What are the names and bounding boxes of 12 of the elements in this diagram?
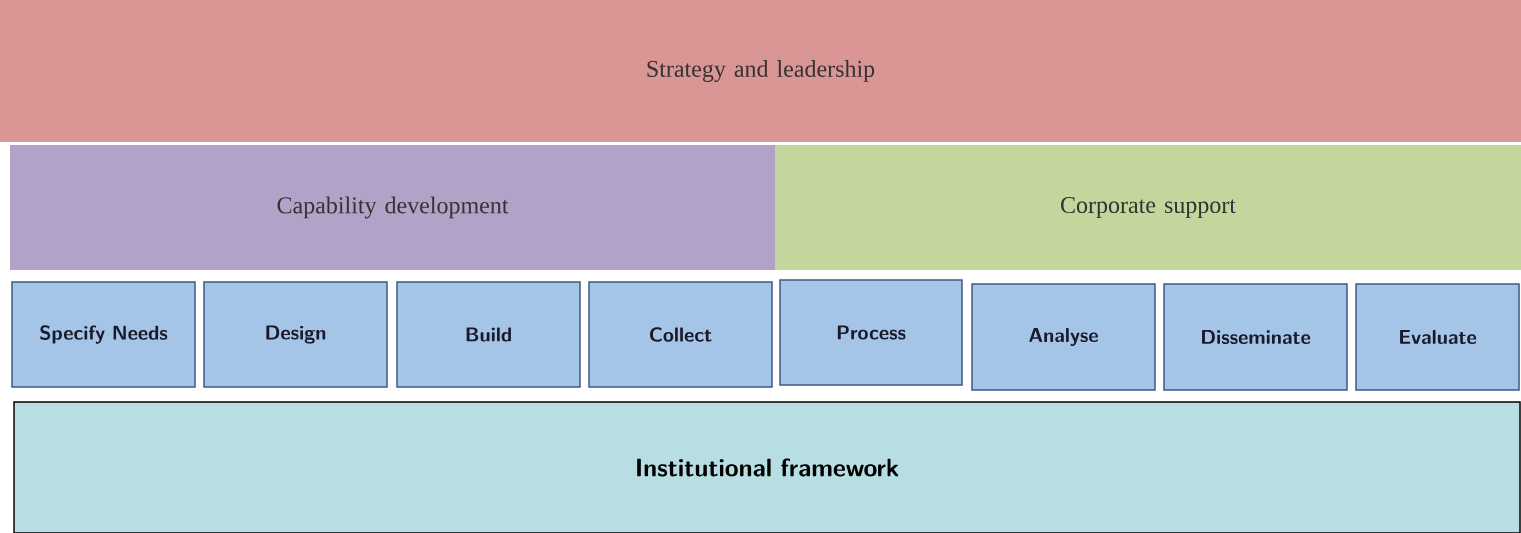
process-box: Build [396,281,581,388]
layer-band: Corporate support [775,145,1521,270]
process-box: Design [203,281,388,388]
process-box: Analyse [971,283,1156,391]
process-box: Collect [588,281,773,388]
layer-band: Capability development [10,145,775,270]
process-box: Disseminate [1163,283,1348,391]
process-box: Process [779,279,963,386]
layer-band: Strategy and leadership [0,0,1521,142]
process-box: Evaluate [1355,283,1520,391]
framework-band: Institutional framework [13,401,1521,533]
process-box: Specify Needs [11,281,196,388]
